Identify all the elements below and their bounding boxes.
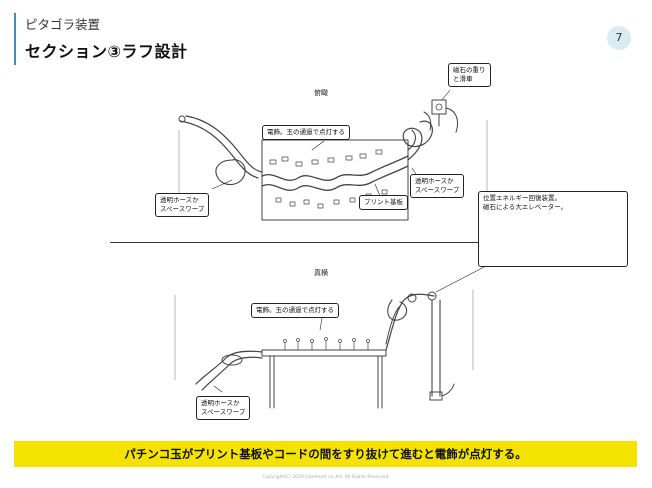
top-view-label: 俯瞰 [314, 89, 328, 97]
top-view-sketch [178, 99, 488, 221]
summary-banner: パチンコ玉がプリント基板やコードの間をすり抜けて進むと電飾が点灯する。 [14, 441, 637, 467]
slide-title: セクション③ラフ設計 [25, 42, 188, 61]
slide-subtitle: ピタゴラ装置 [25, 17, 101, 32]
magnet-pulley-callout: 磁石の重り と滑車 [448, 63, 491, 87]
top-hose-right-callout: 透明ホースか スペースワープ [410, 174, 465, 198]
elevator-callout: 位置エネルギー回復装置。 磁石による大エレベーター。 [478, 191, 628, 267]
top-pcb-callout: プリント基板 [359, 195, 408, 210]
header-accent-bar [14, 13, 16, 65]
side-hose-callout: 透明ホースか スペースワープ [196, 396, 251, 420]
side-lights-callout: 電飾。玉の通過で点灯する [251, 303, 339, 318]
side-view-sketch [174, 289, 474, 409]
side-view-label: 真横 [314, 269, 328, 277]
page-number-badge: 7 [607, 26, 631, 50]
view-divider [110, 242, 485, 243]
top-lights-callout: 電飾。玉の通過で点灯する [262, 125, 350, 140]
copyright-footer: Copyright(C) 2020 Lionheart co.,ltd. All… [262, 475, 390, 480]
top-hose-left-callout: 透明ホースか スペースワープ [155, 193, 210, 217]
